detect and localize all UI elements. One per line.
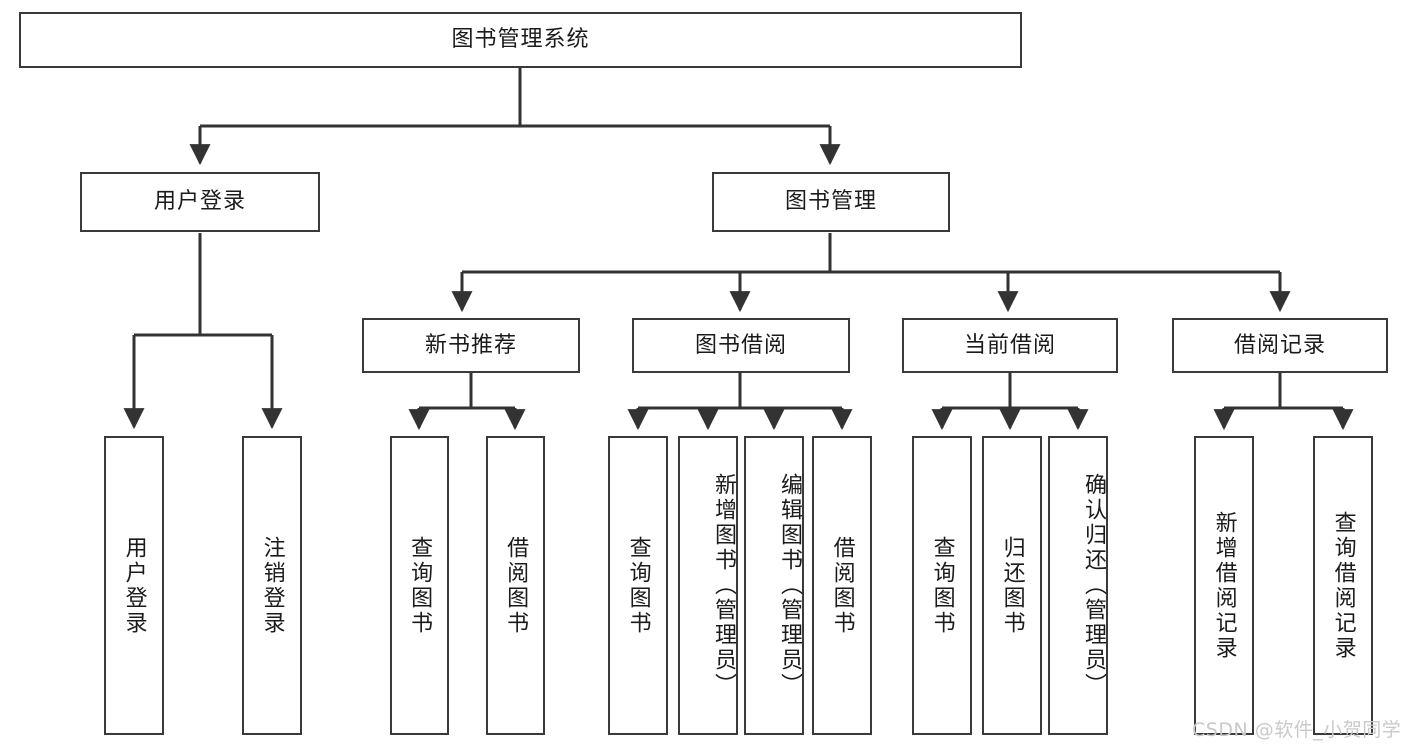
leaf-records-query-record[interactable]: 查询借阅记录 bbox=[1313, 436, 1373, 735]
leaf-records-query-record-label: 查询借阅记录 bbox=[1330, 510, 1356, 661]
leaf-borrow-query-book-label: 查询图书 bbox=[625, 535, 651, 636]
node-current-borrowing-label: 当前借阅 bbox=[963, 332, 1056, 358]
leaf-user-login-signout-label: 注销登录 bbox=[259, 535, 285, 636]
leaf-user-login-signin[interactable]: 用户登录 bbox=[104, 436, 164, 735]
leaf-new-book-borrow[interactable]: 借阅图书 bbox=[486, 436, 545, 735]
leaf-current-confirm-return-label: 确认归还（管理员） bbox=[1081, 473, 1106, 698]
leaf-records-add-record-label: 新增借阅记录 bbox=[1211, 510, 1237, 661]
node-root[interactable]: 图书管理系统 bbox=[19, 12, 1022, 68]
node-new-book-recommendation-label: 新书推荐 bbox=[424, 332, 517, 358]
leaf-current-query-book[interactable]: 查询图书 bbox=[912, 436, 972, 735]
leaf-borrow-edit-book[interactable]: 编辑图书（管理员） bbox=[744, 436, 804, 735]
leaf-borrow-edit-book-label: 编辑图书（管理员） bbox=[777, 473, 802, 698]
node-book-borrowing[interactable]: 图书借阅 bbox=[632, 318, 850, 373]
node-book-management-label: 图书管理 bbox=[784, 189, 877, 215]
node-root-label: 图书管理系统 bbox=[451, 27, 590, 53]
leaf-user-login-signin-label: 用户登录 bbox=[121, 535, 147, 636]
leaf-new-book-query[interactable]: 查询图书 bbox=[390, 436, 449, 735]
leaf-current-query-book-label: 查询图书 bbox=[929, 535, 955, 636]
leaf-user-login-signout[interactable]: 注销登录 bbox=[242, 436, 302, 735]
leaf-borrow-borrow-book-label: 借阅图书 bbox=[829, 535, 855, 636]
leaf-new-book-borrow-label: 借阅图书 bbox=[503, 535, 529, 636]
node-new-book-recommendation[interactable]: 新书推荐 bbox=[362, 318, 580, 373]
node-book-borrowing-label: 图书借阅 bbox=[694, 332, 787, 358]
node-book-management[interactable]: 图书管理 bbox=[712, 172, 950, 232]
node-user-login[interactable]: 用户登录 bbox=[80, 172, 320, 232]
node-current-borrowing[interactable]: 当前借阅 bbox=[902, 318, 1118, 373]
node-borrowing-records[interactable]: 借阅记录 bbox=[1172, 318, 1388, 373]
node-user-login-label: 用户登录 bbox=[153, 189, 246, 215]
leaf-borrow-add-book-label: 新增图书（管理员） bbox=[711, 473, 736, 698]
leaf-records-add-record[interactable]: 新增借阅记录 bbox=[1194, 436, 1254, 735]
leaf-current-return-book-label: 归还图书 bbox=[999, 535, 1025, 636]
leaf-borrow-add-book[interactable]: 新增图书（管理员） bbox=[678, 436, 738, 735]
leaf-new-book-query-label: 查询图书 bbox=[407, 535, 433, 636]
leaf-current-return-book[interactable]: 归还图书 bbox=[982, 436, 1042, 735]
leaf-current-confirm-return[interactable]: 确认归还（管理员） bbox=[1048, 436, 1108, 735]
node-borrowing-records-label: 借阅记录 bbox=[1233, 332, 1326, 358]
leaf-borrow-query-book[interactable]: 查询图书 bbox=[608, 436, 668, 735]
leaf-borrow-borrow-book[interactable]: 借阅图书 bbox=[812, 436, 872, 735]
